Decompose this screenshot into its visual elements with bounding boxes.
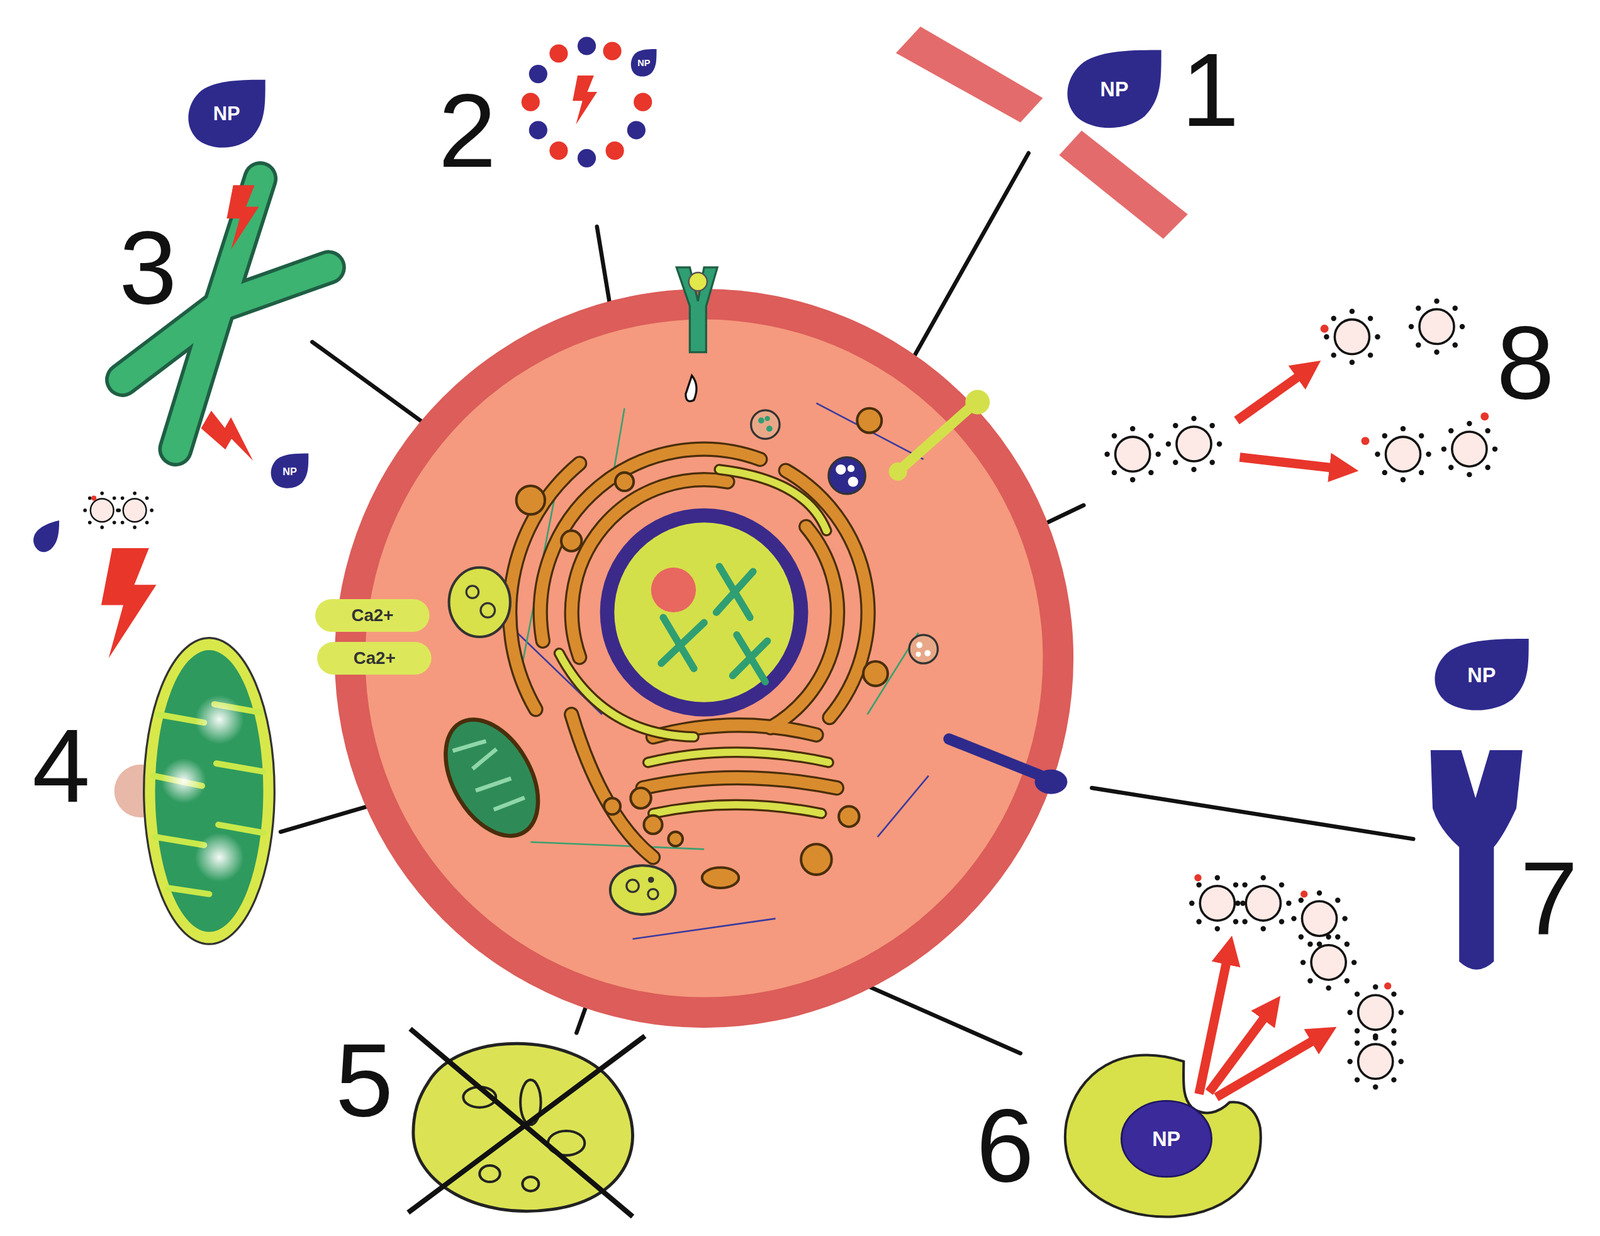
cell [334,267,1074,1028]
nanoparticle: NP [1120,1099,1213,1178]
node-text: NP [213,104,241,124]
nanoparticle: NP [1430,635,1533,716]
node-text: Ca2+ [351,606,394,625]
ruptured-lysosome [1065,873,1404,1217]
vesicles [1104,298,1498,482]
node-text: NP [1099,79,1129,100]
broken-membrane [895,26,1188,239]
receptor [1430,749,1523,970]
callout-number: 7 [1520,845,1578,950]
micelle [521,36,653,168]
nanoparticle: NP [269,451,311,491]
node-text: NP [637,58,650,68]
calcium-ion: Ca2+ [317,641,432,675]
callout-number: 8 [1496,310,1555,414]
callout-number: 3 [118,215,177,319]
node-text: NP [1152,1128,1181,1149]
callout-number: 6 [975,1092,1034,1197]
callout-number: 4 [32,713,90,818]
callout-number: 5 [335,1027,394,1132]
nanoparticle: NP [1063,46,1166,134]
destroyed-lysosome [408,1028,645,1217]
nanoparticle: NP [184,76,269,153]
nanoparticle: NP [629,47,658,79]
calcium-ion: Ca2+ [315,598,430,632]
leader-lines [280,152,1414,1053]
node-text: Ca2+ [353,649,396,667]
node-text: NP [1467,665,1496,686]
callout-number: 2 [438,78,497,183]
node-text: NP [282,466,297,477]
callout-number: 1 [1180,37,1239,142]
